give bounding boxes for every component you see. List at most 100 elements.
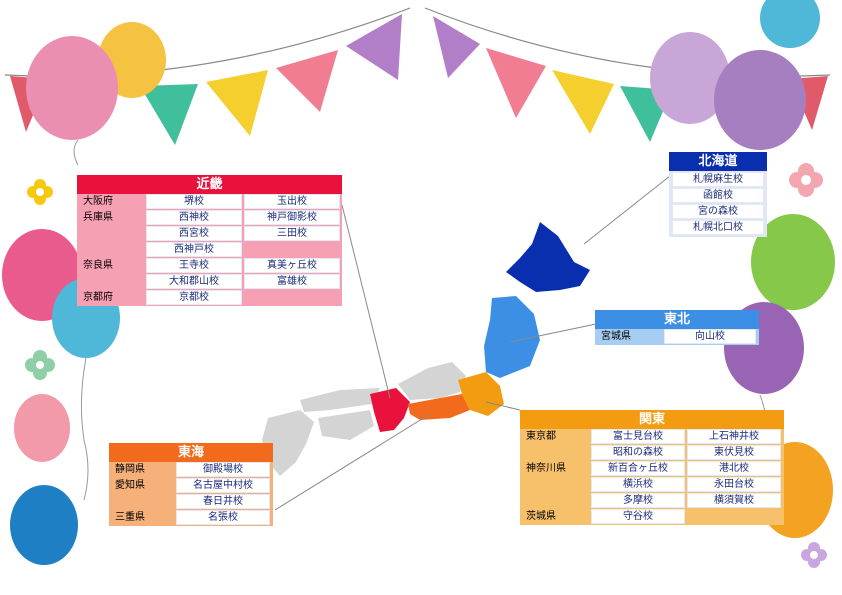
map-region-tohoku — [484, 296, 540, 378]
balloon-string — [73, 139, 79, 166]
school-list: 西神校神戸御影校西宮校三田校西神戸校 — [145, 210, 341, 258]
pref-row: 愛知県 名古屋中村校春日井校 — [109, 478, 273, 510]
school-list: 守谷校 — [590, 509, 782, 525]
school-cell: 昭和の森校 — [591, 445, 685, 460]
prefecture-label: 奈良県 — [83, 260, 113, 271]
region-title-tokai: 東海 — [109, 443, 273, 462]
flower-icon — [789, 163, 823, 197]
school-cell: 宮の森校 — [672, 204, 764, 219]
region-body-hokkaido: 札幌麻生校函館校宮の森校札幌北口校 — [669, 171, 767, 237]
school-cell: 御殿場校 — [176, 462, 270, 477]
prefecture-label: 兵庫県 — [83, 212, 113, 223]
region-box-tohoku: 東北 宮城県 向山校 — [595, 310, 759, 345]
prefecture-label: 宮城県 — [601, 331, 631, 342]
region-title-hokkaido: 北海道 — [669, 152, 767, 171]
region-body-kanto: 東京都 富士見台校上石神井校昭和の森校東伏見校神奈川県新百合ヶ丘校港北校横浜校永田… — [520, 429, 784, 525]
balloon — [26, 36, 118, 140]
school-list: 名張校 — [175, 510, 271, 526]
school-cell: 春日井校 — [176, 494, 270, 509]
balloon-string — [80, 357, 89, 501]
region-title-kinki: 近畿 — [77, 175, 342, 194]
pref-row: 神奈川県新百合ヶ丘校港北校横浜校永田台校多摩校横須賀校 — [520, 461, 784, 509]
map-region-kanto — [458, 372, 504, 416]
school-cell: 富士見台校 — [591, 429, 685, 444]
region-box-hokkaido: 北海道 札幌麻生校函館校宮の森校札幌北口校 — [669, 152, 767, 237]
school-cell: 向山校 — [664, 329, 756, 344]
school-cell: 新百合ヶ丘校 — [591, 461, 685, 476]
map-region-chugoku — [300, 388, 380, 412]
school-cell: 横浜校 — [591, 477, 685, 492]
bunting-flag — [433, 16, 480, 78]
region-body-tokai: 静岡県 御殿場校愛知県 名古屋中村校春日井校三重県 名張校 — [109, 462, 273, 526]
pref-row: 東京都 富士見台校上石神井校昭和の森校東伏見校 — [520, 429, 784, 461]
school-row: 札幌北口校 — [669, 220, 767, 236]
school-cell: 西神校 — [146, 210, 242, 225]
school-cell: 上石神井校 — [687, 429, 781, 444]
balloon — [650, 32, 730, 124]
connector-line-kinki — [341, 204, 391, 399]
pref-row: 宮城県 向山校 — [595, 329, 759, 345]
map-region-hokkaido — [506, 222, 590, 292]
region-box-tokai: 東海 静岡県 御殿場校愛知県 名古屋中村校春日井校三重県 名張校 — [109, 443, 273, 526]
region-box-kanto: 関東 東京都 富士見台校上石神井校昭和の森校東伏見校神奈川県新百合ヶ丘校港北校横浜… — [520, 410, 784, 525]
region-body-tohoku: 宮城県 向山校 — [595, 329, 759, 345]
school-cell: 神戸御影校 — [244, 210, 340, 225]
prefecture-label: 京都府 — [83, 292, 113, 303]
balloon — [10, 485, 78, 565]
school-cell: 三田校 — [244, 226, 340, 241]
pref-row: 三重県 名張校 — [109, 510, 273, 526]
map-region-shikoku — [318, 410, 374, 440]
pref-row: 大阪府堺校玉出校 — [77, 194, 342, 210]
bunting-flag — [346, 14, 402, 80]
balloon — [760, 0, 820, 48]
balloon — [751, 214, 835, 310]
school-list: 名古屋中村校春日井校 — [175, 478, 271, 510]
bunting-flag — [140, 84, 198, 145]
school-cell: 王寺校 — [146, 258, 242, 273]
school-cell: 堺校 — [146, 194, 242, 209]
map-region-chubu — [398, 362, 466, 400]
prefecture-label: 愛知県 — [115, 480, 145, 491]
prefecture-label: 東京都 — [526, 431, 556, 442]
school-cell: 名張校 — [176, 510, 270, 525]
prefecture-label: 茨城県 — [526, 511, 556, 522]
region-body-kinki: 大阪府堺校玉出校兵庫県西神校神戸御影校西宮校三田校西神戸校奈良県王寺校真美ヶ丘校… — [77, 194, 342, 306]
school-cell: 札幌北口校 — [672, 220, 764, 235]
school-cell: 多摩校 — [591, 493, 685, 508]
school-list: 京都校 — [145, 290, 341, 306]
school-cell: 函館校 — [672, 188, 764, 203]
school-cell: 大和郡山校 — [146, 274, 242, 289]
school-cell: 西神戸校 — [146, 242, 242, 257]
school-list: 王寺校真美ヶ丘校大和郡山校富雄校 — [145, 258, 341, 290]
prefecture-label: 三重県 — [115, 512, 145, 523]
balloon — [14, 394, 70, 462]
school-list: 向山校 — [663, 329, 757, 345]
bunting-flag — [486, 48, 546, 118]
school-cell: 永田台校 — [687, 477, 781, 492]
school-cell: 横須賀校 — [687, 493, 781, 508]
school-row: 札幌麻生校 — [669, 172, 767, 188]
pref-row: 奈良県 王寺校真美ヶ丘校大和郡山校富雄校 — [77, 258, 342, 290]
pref-row: 京都府 京都校 — [77, 290, 342, 306]
map-region-kinki — [370, 388, 410, 432]
bunting-flag — [276, 50, 338, 112]
prefecture-label: 静岡県 — [115, 464, 145, 475]
prefecture-label: 大阪府 — [83, 196, 113, 207]
region-box-kinki: 近畿 大阪府堺校玉出校兵庫県西神校神戸御影校西宮校三田校西神戸校奈良県王寺校真美… — [77, 175, 342, 306]
region-title-tohoku: 東北 — [595, 310, 759, 329]
connector-line-hokkaido — [583, 175, 671, 245]
flower-icon — [27, 179, 53, 205]
map-region-kyushu — [262, 410, 314, 476]
pref-row: 茨城県 守谷校 — [520, 509, 784, 525]
school-list: 新百合ヶ丘校港北校横浜校永田台校多摩校横須賀校 — [590, 461, 782, 509]
school-cell: 港北校 — [687, 461, 781, 476]
school-cell: 東伏見校 — [687, 445, 781, 460]
connector-line-tohoku — [509, 323, 597, 343]
school-cell: 守谷校 — [591, 509, 685, 524]
school-row: 宮の森校 — [669, 204, 767, 220]
school-cell: 西宮校 — [146, 226, 242, 241]
school-cell: 札幌麻生校 — [672, 172, 764, 187]
region-title-kanto: 関東 — [520, 410, 784, 429]
